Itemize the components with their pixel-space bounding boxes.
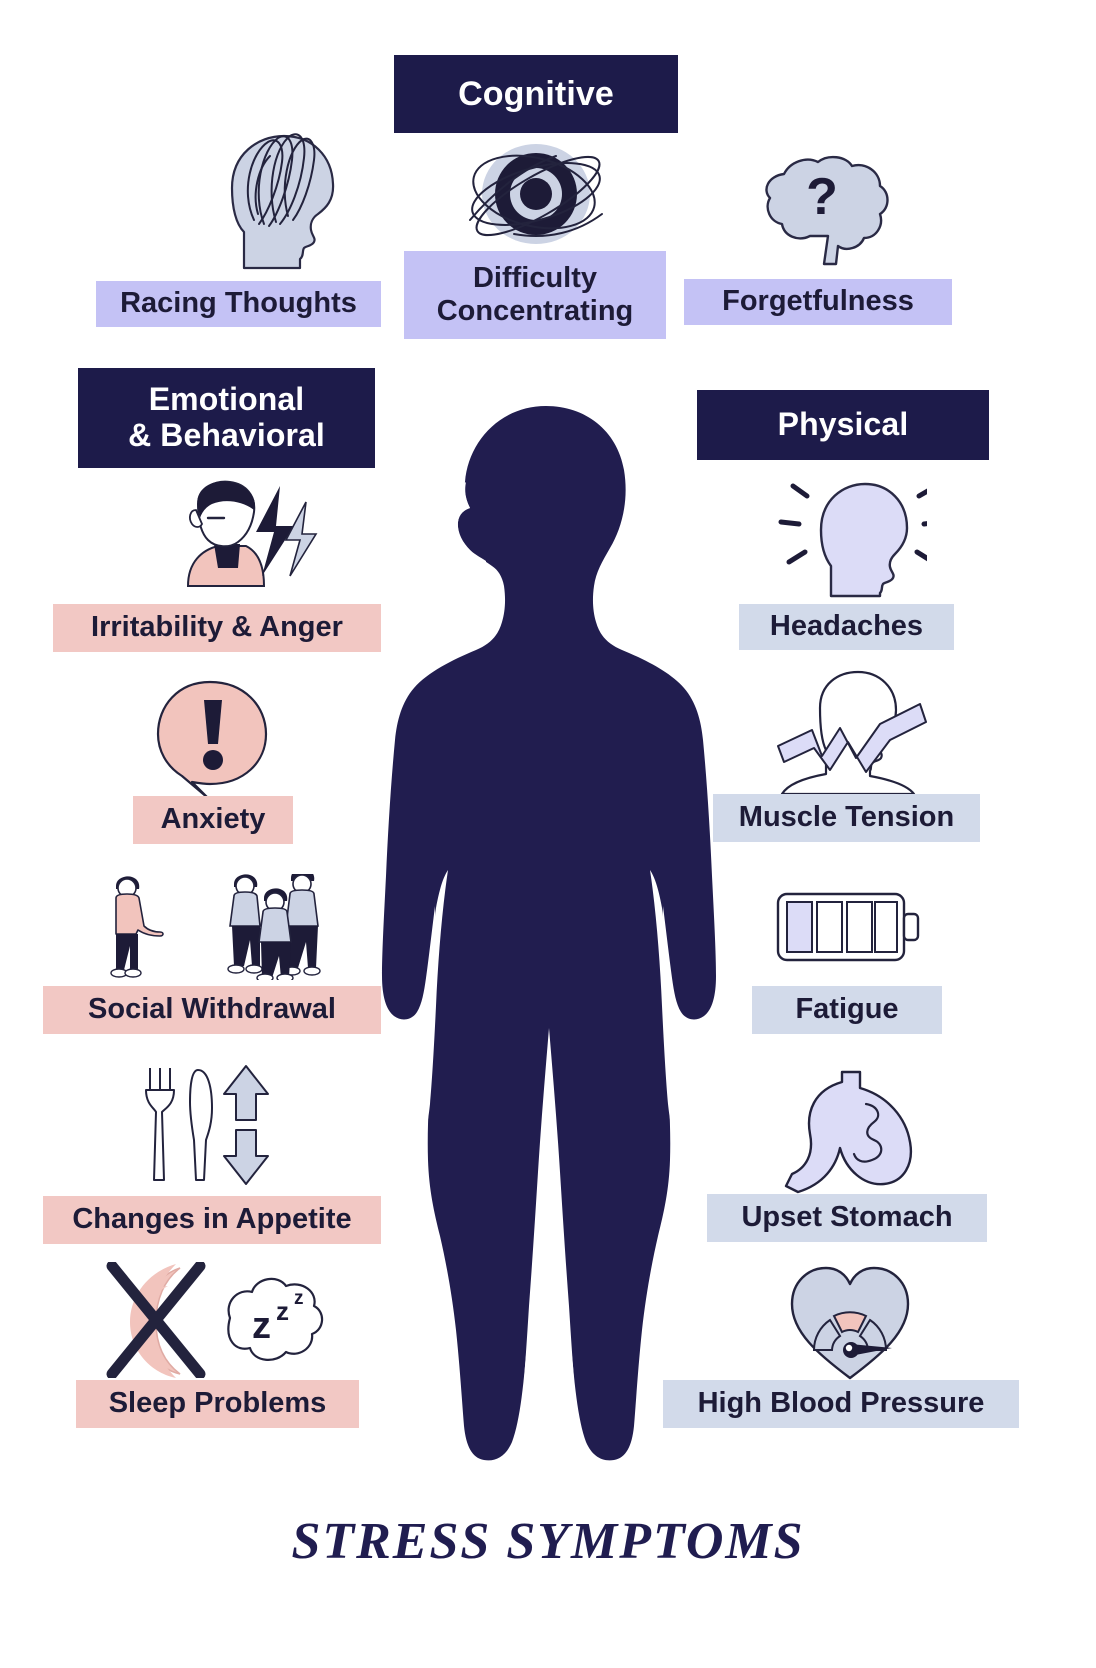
page-title: STRESS SYMPTOMS (291, 1513, 805, 1570)
brain-question-mark-icon: ? (765, 155, 889, 266)
head-scribble-icon (230, 133, 335, 270)
head-pain-rays-icon (778, 482, 927, 598)
label-headaches: Headaches (739, 604, 954, 650)
svg-text:z: z (276, 1296, 289, 1326)
speech-bubble-exclamation-icon (156, 680, 268, 800)
label-line-2: Concentrating (436, 295, 634, 327)
label-forgetfulness: Forgetfulness (684, 279, 952, 325)
label-changes-in-appetite: Changes in Appetite (43, 1196, 381, 1244)
label-fatigue: Fatigue (752, 986, 942, 1034)
fork-knife-arrows-icon (145, 1065, 269, 1185)
label-difficulty-concentrating: Difficulty Concentrating (404, 251, 666, 339)
header-line-2: & Behavioral (128, 417, 325, 453)
label-anxiety: Anxiety (133, 796, 293, 844)
label-upset-stomach: Upset Stomach (707, 1194, 987, 1242)
svg-text:z: z (294, 1288, 304, 1309)
section-header-physical: Physical (697, 390, 989, 460)
svg-text:?: ? (806, 168, 838, 226)
angry-person-lightning-icon (186, 480, 318, 587)
human-body-silhouette (382, 406, 716, 1461)
label-racing-thoughts: Racing Thoughts (96, 281, 381, 327)
svg-text:z: z (252, 1305, 271, 1347)
section-header-emotional: Emotional & Behavioral (78, 368, 375, 468)
label-sleep-problems: Sleep Problems (76, 1380, 359, 1428)
crossed-moon-zzz-icon: z z z (106, 1262, 324, 1378)
label-irritability-anger: Irritability & Anger (53, 604, 381, 652)
label-social-withdrawal: Social Withdrawal (43, 986, 381, 1034)
section-header-cognitive: Cognitive (394, 55, 678, 133)
label-muscle-tension: Muscle Tension (713, 794, 980, 842)
stomach-icon (784, 1070, 913, 1194)
label-line-1: Difficulty (472, 261, 598, 294)
label-high-blood-pressure: High Blood Pressure (663, 1380, 1019, 1428)
low-battery-icon (776, 892, 920, 962)
target-scribble-icon (469, 144, 603, 244)
shoulder-lightning-icon (777, 670, 927, 796)
person-away-from-group-icon (110, 874, 321, 980)
heart-gauge-icon (790, 1266, 910, 1380)
header-line-1: Emotional (148, 381, 305, 418)
